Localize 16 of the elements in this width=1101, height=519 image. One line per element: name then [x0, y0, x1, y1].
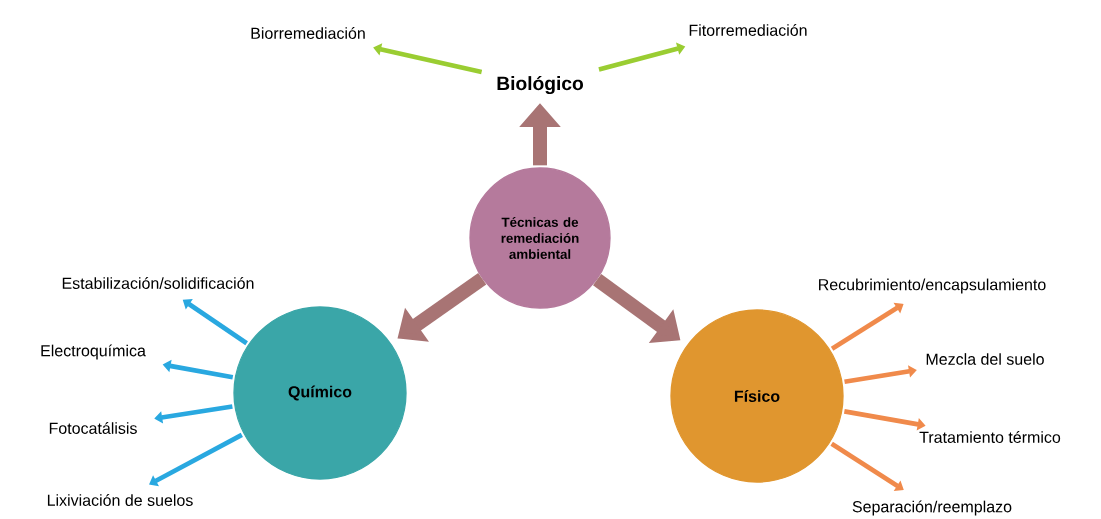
technique-label: Recubrimiento/encapsulamiento: [819, 278, 1046, 294]
arrow: [830, 441, 904, 491]
arrow: [844, 365, 917, 385]
technique-label: Fotocatálisis: [49, 422, 137, 434]
arrow: [830, 302, 904, 351]
technique-label: Electroquímica: [41, 344, 146, 360]
technique-label: Fitorremediación: [689, 24, 807, 36]
technique-label: Tratamiento térmico: [919, 431, 1061, 443]
technique-label: Estabilización/solidificación: [62, 277, 254, 289]
category-label: Biológico: [497, 75, 583, 95]
arrow: [154, 404, 233, 424]
technique-label: Mezcla del suelo: [926, 353, 1044, 365]
arrow: [149, 432, 243, 487]
technique-label: Biorremediación: [251, 27, 365, 39]
technique-label: Lixiviación de suelos: [47, 494, 193, 506]
technique-label: Separación/reemplazo: [852, 500, 1012, 516]
